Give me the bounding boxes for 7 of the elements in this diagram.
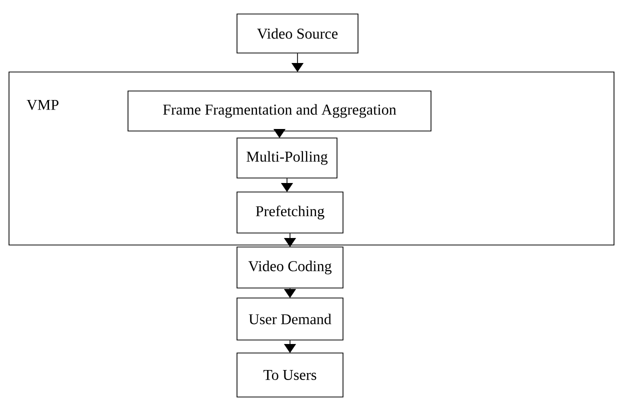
process-box: Video Source (236, 14, 358, 54)
process-box: Video Coding (236, 246, 344, 288)
process-box: User Demand (236, 298, 344, 340)
process-box: Frame Fragmentation and Aggregation (128, 90, 432, 132)
process-box: Multi-Polling (236, 138, 338, 178)
process-box: To Users (236, 352, 344, 398)
process-box: Prefetching (236, 192, 344, 234)
